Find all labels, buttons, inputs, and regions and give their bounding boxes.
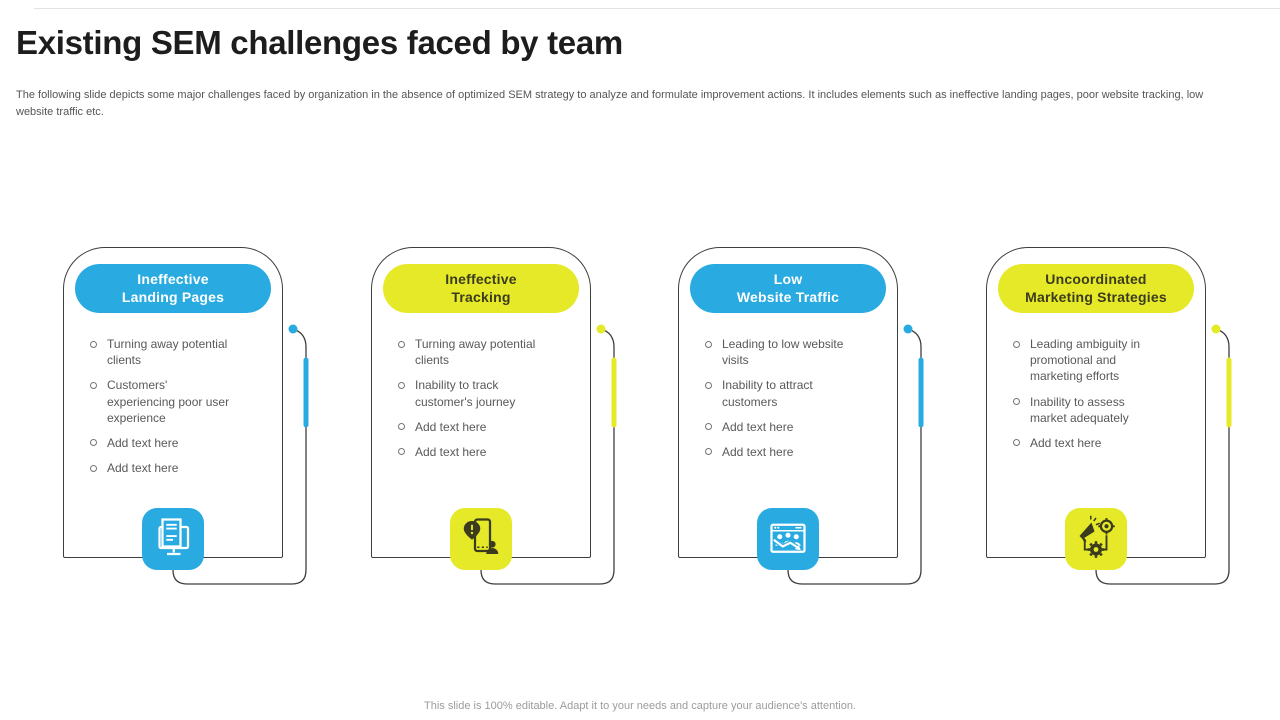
bullet-item: Add text here <box>90 435 233 451</box>
slide-description: The following slide depicts some major c… <box>16 89 1204 118</box>
card-title-line: Marketing Strategies <box>1025 288 1167 305</box>
location-tracking-icon <box>450 508 512 570</box>
slide-frame-line <box>34 8 1280 9</box>
bullet-item: Leading to low website visits <box>705 336 848 368</box>
bullet-list: Leading to low website visits Inability … <box>705 336 848 469</box>
card-title-line: Landing Pages <box>121 288 225 305</box>
card-title-pill: Ineffective Tracking <box>383 264 579 313</box>
bullet-item: Add text here <box>705 419 848 435</box>
footer-note: This slide is 100% editable. Adapt it to… <box>424 700 856 712</box>
bullet-item: Add text here <box>90 460 233 476</box>
bullet-item: Customers' experiencing poor user experi… <box>90 377 233 426</box>
card-title-pill: Ineffective Landing Pages <box>75 264 271 313</box>
bullet-item: Turning away potential clients <box>90 336 233 368</box>
website-traffic-decline-icon <box>757 508 819 570</box>
bullet-item: Inability to track customer's journey <box>398 377 541 409</box>
landing-page-document-icon <box>142 508 204 570</box>
card-title-line: Tracking <box>451 288 511 305</box>
card-title-line: Low <box>773 271 803 288</box>
card-title-line: Uncoordinated <box>1045 271 1147 288</box>
bullet-item: Add text here <box>1013 435 1156 451</box>
card-title-line: Ineffective <box>137 271 209 288</box>
bullet-item: Add text here <box>398 444 541 460</box>
challenge-card-low-website-traffic: Low Website Traffic Leading to low websi… <box>678 247 928 592</box>
card-title-line: Ineffective <box>445 271 517 288</box>
challenge-card-uncoordinated-marketing-strategies: Uncoordinated Marketing Strategies Leadi… <box>986 247 1236 592</box>
bullet-item: Turning away potential clients <box>398 336 541 368</box>
bullet-item: Leading ambiguity in promotional and mar… <box>1013 336 1156 385</box>
card-title-pill: Uncoordinated Marketing Strategies <box>998 264 1194 313</box>
marketing-strategy-icon <box>1065 508 1127 570</box>
card-title-line: Website Traffic <box>736 288 840 305</box>
challenge-card-ineffective-landing-pages: Ineffective Landing Pages Turning away p… <box>63 247 313 592</box>
challenge-card-ineffective-tracking: Ineffective Tracking Turning away potent… <box>371 247 621 592</box>
bullet-item: Add text here <box>398 419 541 435</box>
page-title: Existing SEM challenges faced by team <box>16 24 623 61</box>
bullet-item: Inability to assess market adequately <box>1013 394 1156 426</box>
bullet-item: Inability to attract customers <box>705 377 848 409</box>
bullet-list: Turning away potential clients Customers… <box>90 336 233 485</box>
card-title-pill: Low Website Traffic <box>690 264 886 313</box>
bullet-list: Turning away potential clients Inability… <box>398 336 541 469</box>
bullet-item: Add text here <box>705 444 848 460</box>
bullet-list: Leading ambiguity in promotional and mar… <box>1013 336 1156 460</box>
